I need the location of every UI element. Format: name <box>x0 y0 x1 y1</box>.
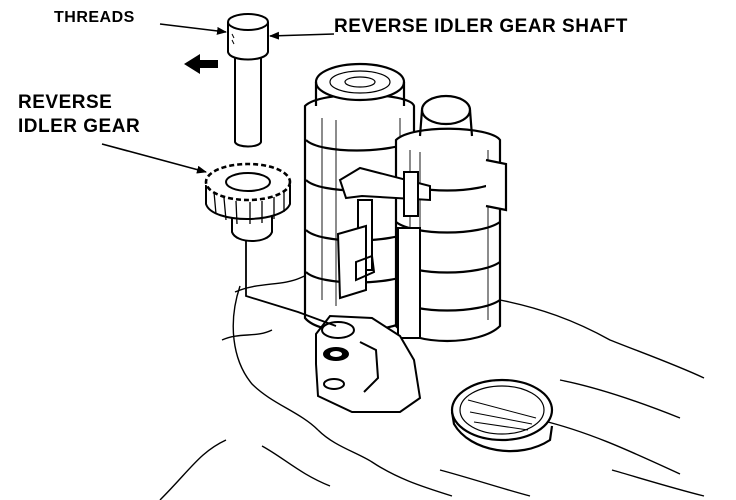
shift-fork-assembly <box>336 166 431 339</box>
reverse-idler-gear-shaft-drawing <box>227 13 269 148</box>
reverse-idler-gear-shaft-label: REVERSE IDLER GEAR SHAFT <box>334 16 628 37</box>
reverse-idler-gear-label-line2: IDLER GEAR <box>18 116 141 137</box>
transmission-case <box>159 266 705 500</box>
reverse-idler-gear-drawing <box>204 162 292 242</box>
leader-arrows <box>101 23 335 174</box>
shaft-leader-arrow <box>269 31 335 40</box>
countershaft-gear-stack <box>394 94 508 343</box>
bold-left-arrow-icon <box>184 54 218 74</box>
installation-leader-line <box>245 238 337 327</box>
reverse-idler-gear-label-line1: REVERSE <box>18 92 113 113</box>
gear-leader-arrow <box>101 143 207 174</box>
threads-leader-arrow <box>159 23 227 35</box>
base-casting <box>315 314 422 413</box>
threads-label: THREADS <box>54 9 135 26</box>
cover-plate <box>450 378 554 453</box>
